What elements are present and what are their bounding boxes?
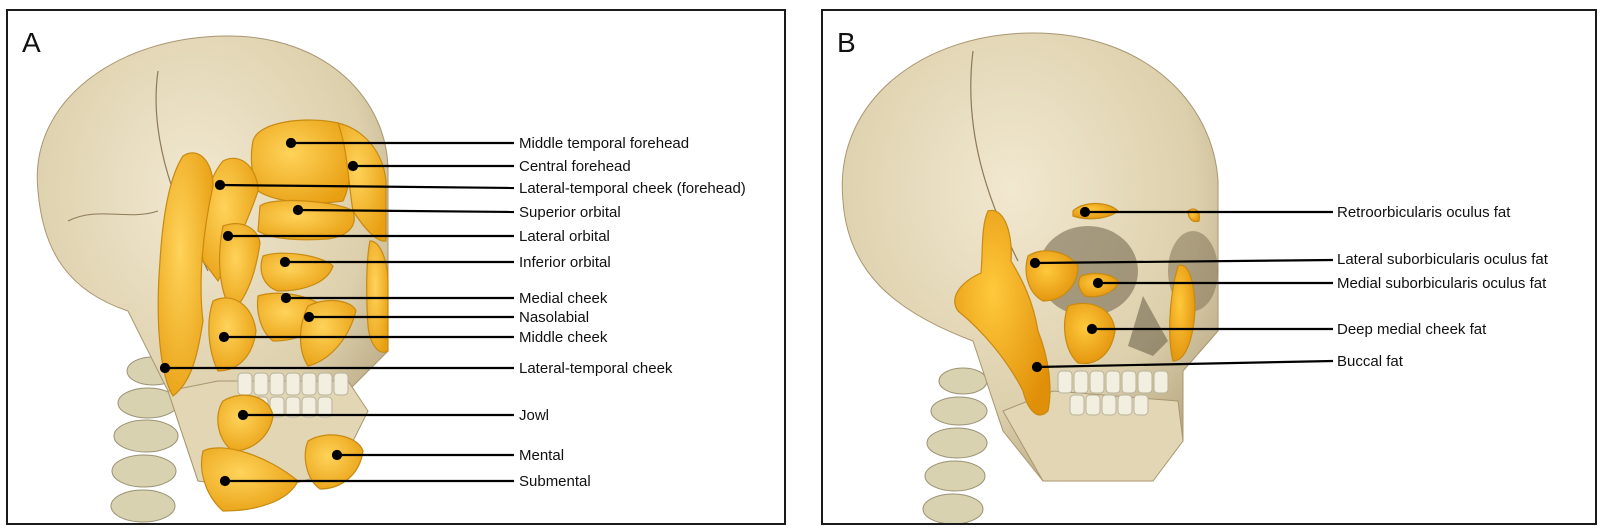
label-middle-temporal-forehead: Middle temporal forehead	[519, 135, 690, 152]
fat-central-nose-edge	[366, 240, 389, 353]
label-inferior-orbital: Inferior orbital	[519, 254, 611, 271]
label-retroorbicularis-oculus-fat: Retroorbicularis oculus fat	[1337, 204, 1511, 221]
fat-superior-orbital	[257, 199, 355, 241]
label-lateral-temporal-cheek-forehead: Lateral-temporal cheek (forehead)	[519, 180, 746, 197]
fat-lateral-orbital	[219, 223, 261, 312]
label-lateral-orbital: Lateral orbital	[519, 228, 610, 245]
label-superior-orbital: Superior orbital	[519, 204, 621, 221]
skull-illustration-a	[36, 35, 515, 523]
label-deep-medial-cheek-fat: Deep medial cheek fat	[1337, 321, 1487, 338]
label-middle-cheek: Middle cheek	[519, 329, 608, 346]
teeth-b	[1057, 370, 1169, 416]
panel-letter-a: A	[22, 27, 41, 58]
label-lateral-suborbicularis-oculus-fat: Lateral suborbicularis oculus fat	[1337, 251, 1548, 268]
nasal-cavity	[1128, 296, 1168, 356]
leader-lines-b	[1029, 206, 1334, 373]
label-medial-cheek: Medial cheek	[519, 290, 608, 307]
panel-a: A Middle temporal forehead Central foreh…	[6, 9, 786, 525]
label-jowl: Jowl	[519, 407, 550, 424]
leader-lines-a	[159, 137, 515, 487]
fat-mental	[304, 434, 364, 490]
fat-submental	[200, 447, 299, 512]
fat-compartments-a	[157, 119, 389, 512]
fat-buccal	[954, 209, 1051, 416]
label-mental: Mental	[519, 447, 565, 464]
label-submental: Submental	[519, 473, 591, 490]
label-medial-suborbicularis-oculus-fat: Medial suborbicularis oculus fat	[1337, 275, 1547, 292]
label-buccal-fat: Buccal fat	[1337, 353, 1403, 370]
cervical-spine-b	[922, 367, 988, 523]
label-nasolabial: Nasolabial	[519, 309, 590, 326]
fat-right-cheek-edge	[1169, 264, 1196, 362]
panel-letter-b: B	[837, 27, 856, 58]
fat-middle-temporal-forehead	[250, 119, 351, 204]
fat-middle-cheek	[208, 297, 257, 372]
fat-jowl	[217, 394, 274, 452]
label-central-forehead: Central forehead	[519, 158, 631, 175]
label-lateral-temporal-cheek: Lateral-temporal cheek	[519, 360, 673, 377]
panel-b: B Retroorbicularis oculus fat Lateral su…	[821, 9, 1597, 525]
skull-illustration-b	[841, 32, 1334, 523]
fat-lateral-temporal-cheek	[157, 152, 214, 397]
